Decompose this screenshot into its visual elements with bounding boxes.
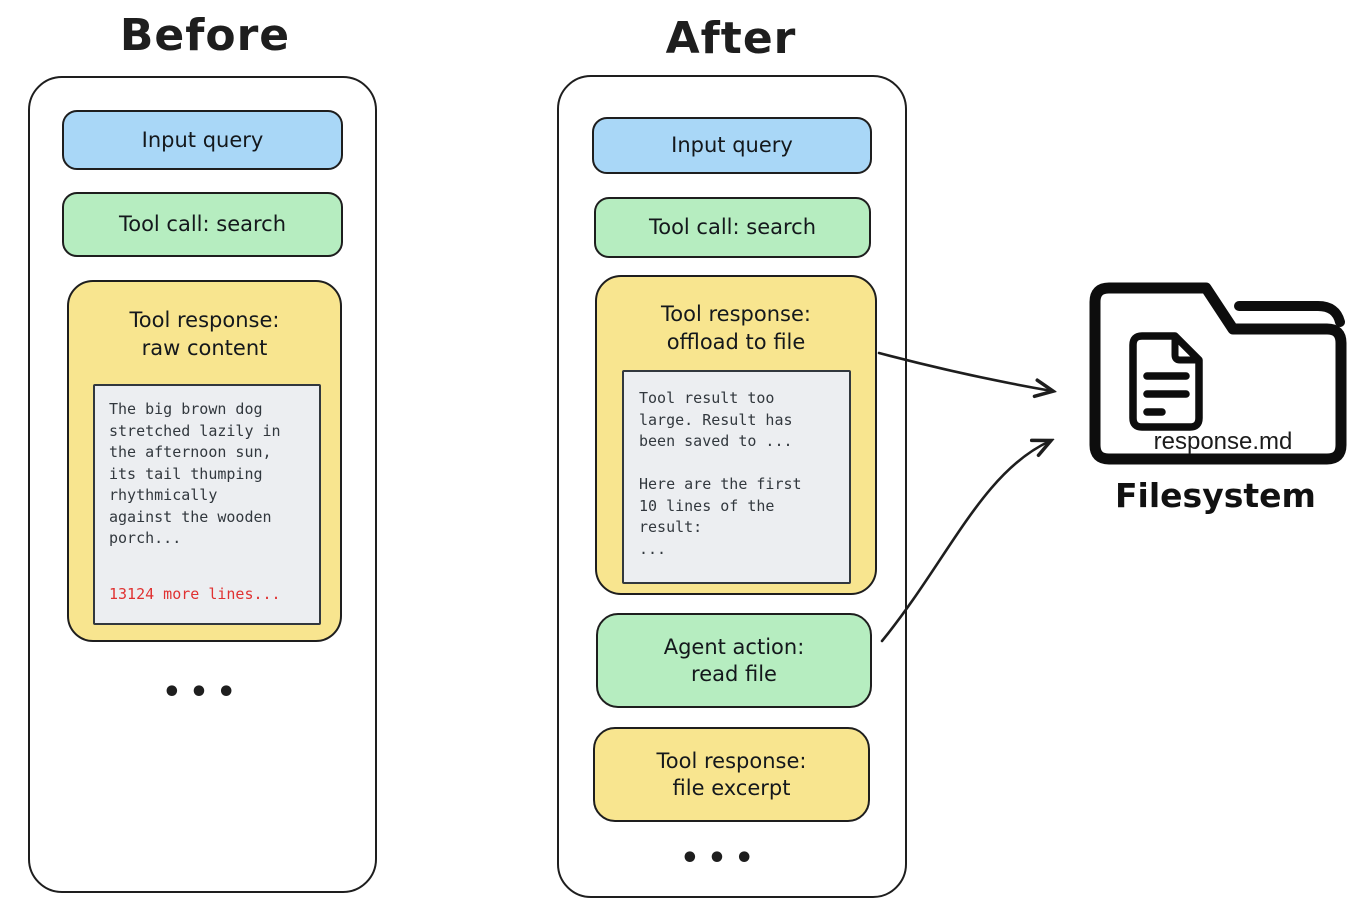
file-excerpt-label: Tool response: file excerpt <box>656 748 807 800</box>
after-agent-action-box: Agent action: read file <box>596 613 872 708</box>
before-input-query-box: Input query <box>62 110 343 170</box>
agent-action-label: Agent action: read file <box>663 634 805 686</box>
before-tool-call-label: Tool call: search <box>118 212 287 236</box>
filesystem-label: Filesystem <box>1115 476 1316 515</box>
folder-flap-line <box>1234 301 1345 327</box>
after-tool-call-label: Tool call: search <box>648 215 817 239</box>
after-tool-call-box: Tool call: search <box>594 197 871 258</box>
before-tool-response-title: Tool response: raw content <box>129 308 280 360</box>
document-fold <box>1171 338 1197 364</box>
before-ellipsis-dots: ••• <box>162 675 244 710</box>
after-file-excerpt-box: Tool response: file excerpt <box>593 727 870 822</box>
offload-body-text: Tool result too large. Result has been s… <box>639 389 802 558</box>
more-lines-note: 13124 more lines... <box>109 585 281 603</box>
before-tool-call-box: Tool call: search <box>62 192 343 257</box>
after-offload-snippet: Tool result too large. Result has been s… <box>622 370 851 584</box>
after-offload-title: Tool response: offload to file <box>661 302 811 354</box>
before-raw-content-snippet: The big brown dog stretched lazily in th… <box>93 384 321 625</box>
diagram-title-after: After <box>665 13 797 64</box>
document-icon <box>1129 332 1203 431</box>
document-outline <box>1129 332 1203 431</box>
before-input-query-label: Input query <box>141 127 264 152</box>
raw-content-text: The big brown dog stretched lazily in th… <box>109 400 281 547</box>
after-ellipsis-dots: ••• <box>680 841 762 876</box>
after-input-query-label: Input query <box>671 133 793 157</box>
diagram-title-before: Before <box>119 10 291 61</box>
before-tool-response-box: Tool response: raw content The big brown… <box>67 280 342 642</box>
after-offload-box: Tool response: offload to file Tool resu… <box>595 275 877 595</box>
after-input-query-box: Input query <box>592 117 872 174</box>
file-name-label: response.md <box>1153 428 1293 455</box>
arrow-read-file <box>880 441 1050 643</box>
